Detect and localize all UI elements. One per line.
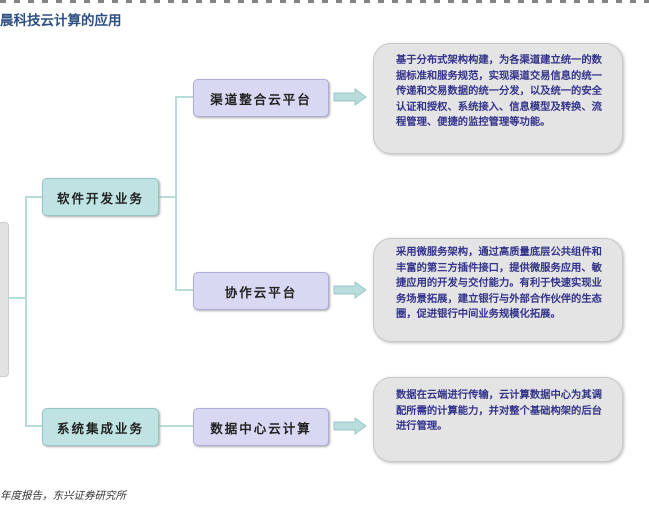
desc-collab-cloud: 采用微服务架构，通过高质量底层公共组件和丰富的第三方插件接口，提供微服务应用、敏… — [373, 238, 623, 342]
desc-channel-cloud: 基于分布式架构构建，为各渠道建立统一的数据标准和服务规范，实现渠道交易信息的统一… — [373, 43, 623, 154]
connector — [25, 425, 43, 427]
node-datacenter-cloud: 数据中心云计算 — [193, 408, 329, 446]
connector — [25, 196, 43, 198]
connector — [158, 196, 176, 198]
arrow-right-icon — [333, 88, 367, 106]
cropped-top-text — [0, 0, 649, 3]
node-collab-cloud: 协作云平台 — [193, 272, 329, 310]
arrow-right-icon — [333, 417, 367, 435]
node-system-integration: 系统集成业务 — [42, 408, 159, 446]
connector — [175, 289, 194, 291]
connector — [158, 425, 194, 427]
connector — [25, 196, 27, 427]
source-note: 年度报告，东兴证券研究所 — [0, 490, 126, 502]
connector — [8, 297, 26, 299]
node-software-dev: 软件开发业务 — [42, 178, 159, 216]
node-channel-cloud: 渠道整合云平台 — [193, 79, 329, 117]
page-title: 晨科技云计算的应用 — [0, 13, 122, 29]
desc-datacenter-cloud: 数据在云端进行传输，云计算数据中心为其调配所需的计算能力，并对整个基础构架的后台… — [373, 377, 623, 462]
connector — [175, 96, 177, 291]
arrow-right-icon — [333, 281, 367, 299]
connector — [175, 96, 194, 98]
root-node — [0, 222, 9, 377]
